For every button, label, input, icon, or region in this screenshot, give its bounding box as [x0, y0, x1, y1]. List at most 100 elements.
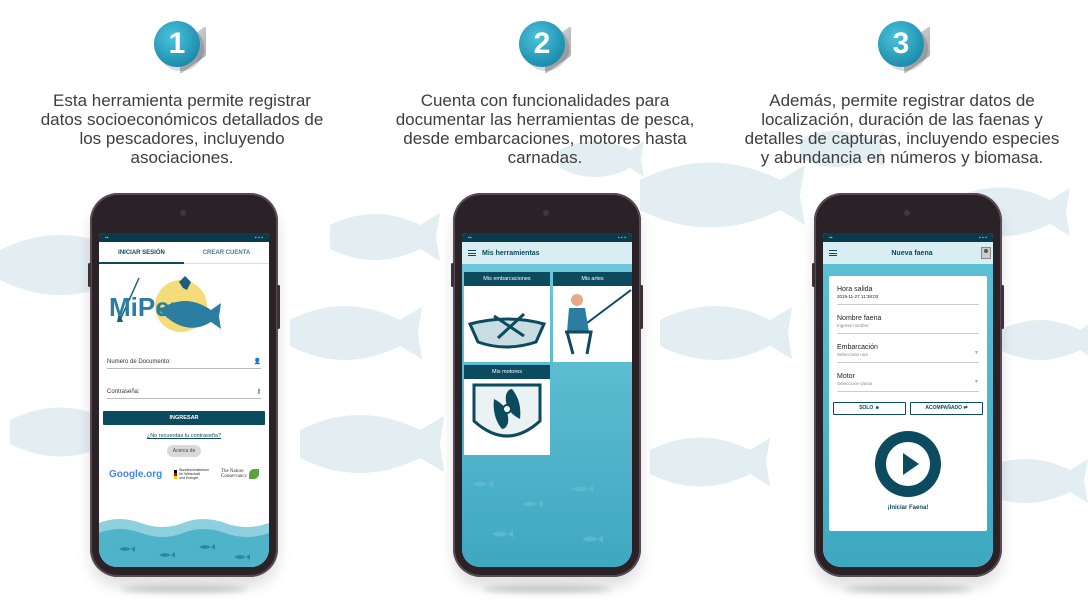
description-line: carnadas.: [507, 148, 583, 167]
bmu-line: für Wirtschaft: [179, 472, 200, 476]
description-line: documentar las herramientas de pesca,: [395, 110, 695, 129]
description-line: Esta herramienta permite registrar: [53, 91, 311, 110]
forgot-password-link[interactable]: ¿No recuerdas tu contraseña?: [146, 433, 222, 439]
card-title: Mis motores: [464, 365, 550, 379]
description-line: Además, permite registrar datos de: [769, 91, 1035, 110]
step-2-section: 2 Cuenta con funcionalidades para docume…: [365, 0, 725, 606]
propeller-icon: [472, 383, 542, 438]
password-label: Contraseña:: [107, 389, 140, 395]
bmu-line: Bundesministerium: [179, 468, 209, 472]
about-button[interactable]: Acerca de: [167, 445, 201, 457]
menu-icon[interactable]: [468, 250, 476, 256]
card-title: Mis embarcaciones: [464, 272, 550, 286]
description-line: los pescadores, incluyendo: [79, 129, 285, 148]
app-bar: Mis herramientas: [462, 242, 632, 264]
document-label: Numero de Documento:: [107, 359, 171, 365]
logo-text: MiPez: [109, 292, 183, 322]
trip-form-area: Hora salida 2019-11-27 11:38:03 Nombre f…: [823, 264, 993, 567]
engine-select[interactable]: Motor Seleccione varios ▼: [837, 363, 979, 392]
description-line: localización, duración de las faenas y: [761, 110, 1043, 129]
tnc-line: Conservancy: [220, 474, 248, 479]
description-line: y abundancia en números y biomasa.: [760, 148, 1044, 167]
solo-button[interactable]: SOLO ☻: [833, 402, 906, 415]
app-bar: Nueva faena: [823, 242, 993, 264]
status-bar: ▪▪▪ ▪ ▪: [99, 233, 269, 242]
phone-side-button: [451, 263, 454, 287]
card-boats[interactable]: Mis embarcaciones: [464, 272, 550, 362]
description-line: desde embarcaciones, motores hasta: [403, 129, 687, 148]
trip-form: Hora salida 2019-11-27 11:38:03 Nombre f…: [829, 276, 987, 531]
card-engines[interactable]: Mis motores: [464, 365, 550, 455]
tnc-line: The Nature: [220, 469, 244, 474]
tools-grid: Mis embarcaciones Mis artes: [462, 264, 632, 567]
avatar[interactable]: [981, 247, 991, 259]
sea-illustration: [99, 519, 269, 567]
card-gear[interactable]: Mis artes: [553, 272, 632, 362]
boat-select[interactable]: Embarcación Seleccione una ▼: [837, 334, 979, 363]
step-number-badge: 2: [515, 17, 571, 75]
auth-tabs: INICIAR SESIÓN CREAR CUENTA: [99, 242, 269, 264]
field-label: Embarcación: [837, 344, 878, 351]
accompanied-button[interactable]: ACOMPAÑADO ⇄: [910, 402, 983, 415]
phone-side-button: [640, 285, 643, 329]
camera-icon: [180, 210, 186, 216]
description-line: detalles de capturas, incluyendo especie…: [744, 129, 1060, 148]
field-placeholder: Seleccione una: [837, 352, 868, 357]
field-placeholder: Seleccione varios: [837, 381, 873, 386]
camera-icon: [904, 210, 910, 216]
crew-options: SOLO ☻ ACOMPAÑADO ⇄: [833, 402, 983, 415]
start-trip-label[interactable]: ¡Iniciar Faena!: [887, 505, 929, 511]
fisher-icon: [565, 289, 632, 355]
field-label: Motor: [837, 373, 855, 380]
field-label: Hora salida: [837, 286, 873, 293]
status-bar: ▪▪▪ ▪ ▪: [462, 233, 632, 242]
step-number: 3: [878, 21, 924, 67]
step-description: Cuenta con funcionalidades para document…: [365, 91, 725, 167]
key-icon: ⚷: [256, 389, 261, 395]
document-field[interactable]: Numero de Documento: 👤: [107, 349, 261, 369]
phone-side-button: [88, 263, 91, 287]
page-title: Mis herramientas: [482, 249, 540, 257]
field-value: 2019-11-27 11:38:03: [837, 294, 879, 299]
user-icon: 👤: [253, 359, 261, 365]
phone-mockup: ▪▪▪ ▪ ▪ Nueva faena Hora salida 2019-11-…: [812, 193, 1004, 577]
phone-side-button: [1001, 285, 1004, 329]
mipez-logo: MiPez: [109, 276, 221, 332]
card-title: Mis artes: [553, 272, 632, 286]
bmu-line: und Energie: [179, 476, 199, 480]
leaf-icon: [249, 469, 260, 479]
step-number-badge: 3: [874, 17, 930, 75]
tab-login[interactable]: INICIAR SESIÓN: [99, 242, 184, 264]
departure-time-field[interactable]: Hora salida 2019-11-27 11:38:03: [837, 276, 979, 305]
page-title: Nueva faena: [891, 249, 933, 257]
partner-logos: Google.org Bundesministerium für Wirtsch…: [103, 466, 265, 482]
phone-side-button: [812, 263, 815, 287]
step-description: Esta herramienta permite registrar datos…: [2, 91, 362, 167]
login-screen: ▪▪▪ ▪ ▪ INICIAR SESIÓN CREAR CUENTA MiPe…: [99, 233, 269, 567]
menu-icon[interactable]: [829, 250, 837, 256]
description-line: asociaciones.: [130, 148, 234, 167]
step-description: Además, permite registrar datos de local…: [722, 91, 1082, 167]
google-org-logo: Google.org: [108, 468, 163, 480]
step-1-section: 1 Esta herramienta permite registrar dat…: [2, 0, 362, 606]
phone-mockup: ▪▪▪ ▪ ▪ Mis herramientas Mis embarcacion…: [451, 193, 643, 577]
field-placeholder: Ingrese nombre: [837, 323, 869, 328]
bmu-logo: Bundesministerium für Wirtschaft und Ene…: [174, 468, 209, 480]
tools-screen: ▪▪▪ ▪ ▪ Mis herramientas Mis embarcacion…: [462, 233, 632, 567]
description-line: datos socioeconómicos detallados de: [40, 110, 324, 129]
chevron-down-icon: ▼: [974, 379, 979, 385]
chevron-down-icon: ▼: [974, 350, 979, 356]
step-3-section: 3 Además, permite registrar datos de loc…: [722, 0, 1082, 606]
step-number: 1: [154, 21, 200, 67]
tab-create-account[interactable]: CREAR CUENTA: [184, 242, 269, 264]
trip-name-field[interactable]: Nombre faena Ingrese nombre: [837, 305, 979, 334]
login-button[interactable]: INGRESAR: [103, 411, 265, 425]
german-flag-icon: [174, 469, 178, 479]
new-trip-screen: ▪▪▪ ▪ ▪ Nueva faena Hora salida 2019-11-…: [823, 233, 993, 567]
field-label: Nombre faena: [837, 315, 882, 322]
step-number-badge: 1: [150, 17, 206, 75]
play-icon[interactable]: [875, 431, 941, 497]
step-number: 2: [519, 21, 565, 67]
camera-icon: [543, 210, 549, 216]
password-field[interactable]: Contraseña: ⚷: [107, 379, 261, 399]
